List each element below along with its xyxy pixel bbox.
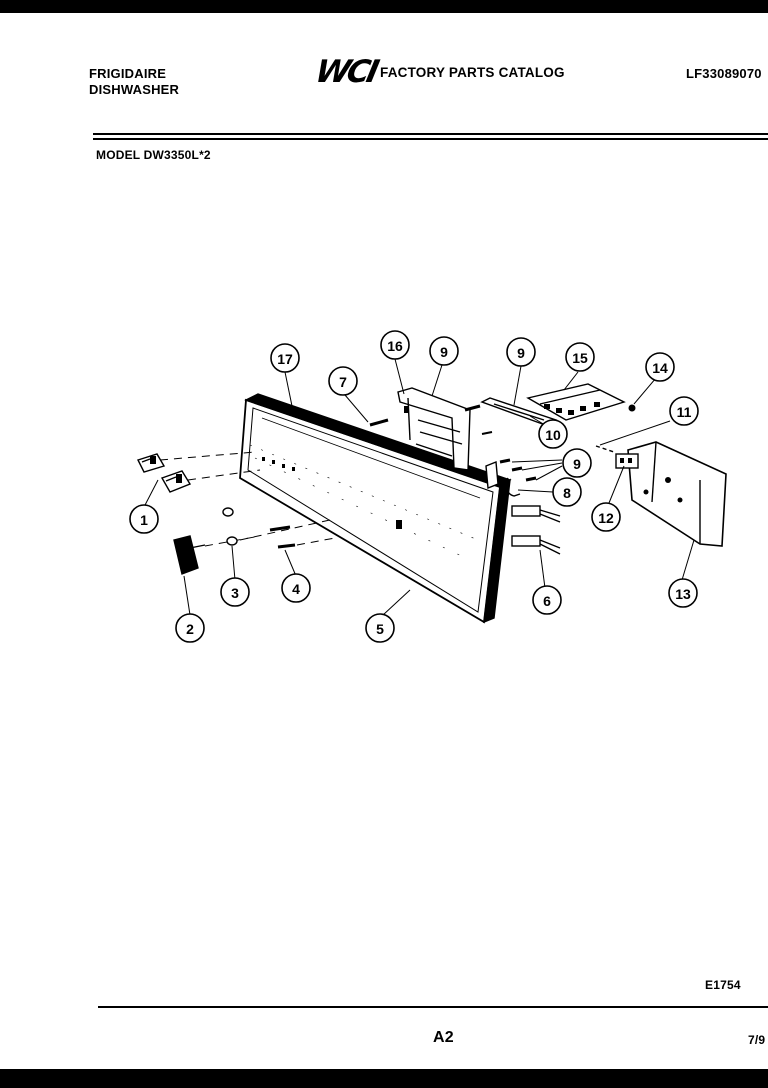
timer-drawing bbox=[627, 441, 727, 547]
connector-drawing bbox=[615, 453, 639, 469]
lamp-strip-drawing bbox=[526, 383, 626, 421]
callout-1: 1 bbox=[140, 512, 148, 528]
callout-8: 8 bbox=[563, 485, 571, 501]
switch-drawing bbox=[173, 535, 206, 575]
brand-block: FRIGIDAIRE DISHWASHER bbox=[89, 66, 179, 98]
callout-2: 2 bbox=[186, 621, 194, 637]
bracket-drawing bbox=[397, 387, 471, 471]
catalog-title: FACTORY PARTS CATALOG bbox=[380, 65, 565, 80]
callout-5: 5 bbox=[376, 621, 384, 637]
callout-9-a: 9 bbox=[440, 344, 448, 360]
callout-7: 7 bbox=[339, 374, 347, 390]
bottom-scan-border bbox=[0, 1069, 768, 1088]
appliance-type: DISHWASHER bbox=[89, 82, 180, 97]
callout-4: 4 bbox=[292, 581, 300, 597]
knob-parts-drawing bbox=[137, 453, 192, 493]
model-number: MODEL DW3350L*2 bbox=[96, 148, 211, 162]
footer-rule bbox=[98, 1006, 768, 1008]
callout-3: 3 bbox=[231, 585, 239, 601]
wire-harness-drawing bbox=[511, 505, 561, 555]
part-number: LF33089070 bbox=[686, 66, 762, 81]
callout-17: 17 bbox=[277, 351, 293, 367]
callout-16: 16 bbox=[387, 338, 403, 354]
callout-6: 6 bbox=[543, 593, 551, 609]
callout-9-b: 9 bbox=[517, 345, 525, 361]
callout-15: 15 bbox=[572, 350, 588, 366]
callout-10: 10 bbox=[545, 427, 561, 443]
page-code: A2 bbox=[433, 1029, 454, 1046]
catalog-date: 7/9 bbox=[748, 1033, 766, 1047]
callout-13: 13 bbox=[675, 586, 691, 602]
header-rule-double bbox=[93, 138, 768, 140]
drawing-code: E1754 bbox=[705, 978, 741, 992]
header-rule bbox=[93, 133, 768, 135]
brand-name: FRIGIDAIRE bbox=[89, 66, 167, 81]
callout-11: 11 bbox=[677, 404, 692, 420]
callout-12: 12 bbox=[598, 510, 614, 526]
top-scan-border bbox=[0, 0, 768, 13]
callout-14: 14 bbox=[652, 360, 668, 376]
control-panel-drawing bbox=[239, 393, 512, 624]
callout-9-c: 9 bbox=[573, 456, 581, 472]
